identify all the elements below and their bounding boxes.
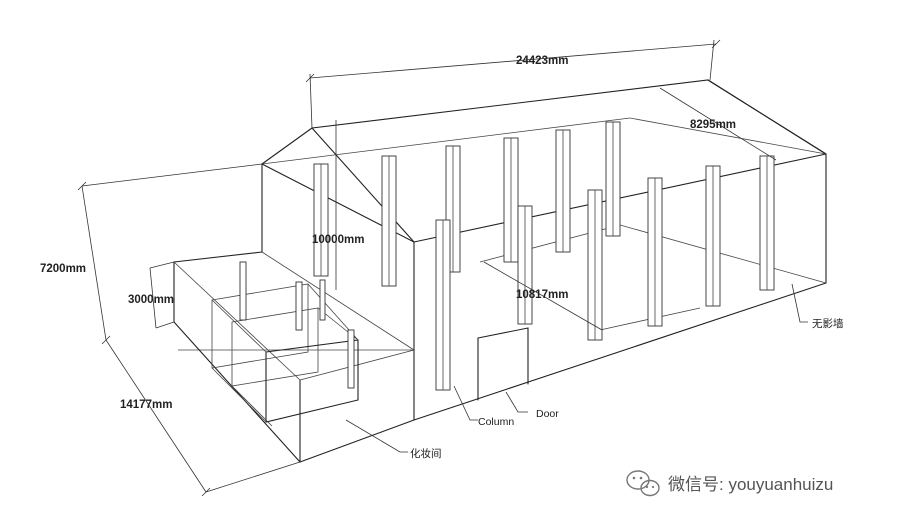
room-box-link-1 [211,299,267,353]
room-inner-box-back [211,283,309,369]
room-top-front [299,349,415,381]
column-label: Column [478,416,514,428]
room-inner-box-front [265,339,359,423]
dim-ridge-line [659,87,777,161]
dim-height-line [81,185,107,341]
column-leader [453,385,478,421]
room-post-2 [295,281,303,331]
building-shell [178,79,827,463]
floor-left-front-edge [299,419,415,463]
dimension-lines [77,39,777,497]
dim-length-ext-left [309,73,313,129]
makeup-room-leader [345,419,408,453]
door-frame [477,327,529,385]
dim-length-ext-right [709,39,715,81]
dim-width-line [105,339,207,493]
room-top-back [173,251,263,263]
dim-room-ext-bottom [155,321,175,329]
dim-ridge-label: 8295mm [690,119,736,131]
dim-width-ext-bottom [205,461,301,493]
dim-height-ext-top [81,163,263,187]
leader-lines [345,283,808,453]
room-post-3 [347,329,355,389]
dim-room-height-label: 3000mm [128,294,174,306]
watermark-text: 微信号: youyuanhuizu [668,475,833,494]
infinity-wall-label: 无影墙 [812,317,844,330]
dim-height-tick-top [77,181,87,191]
dim-height-label: 7200mm [40,263,86,275]
dim-inner-height-label: 10000mm [312,234,364,246]
room-box-link-5 [231,385,273,427]
dim-span-line [483,261,603,331]
room-inner-box-mid [231,307,319,387]
wall-base-left [261,251,415,351]
room-box-link-3 [211,367,267,423]
dim-width-tick [201,487,211,497]
roof-left-gable [261,127,313,165]
door-label: Door [536,408,559,420]
roof-left-rafter [311,127,415,243]
infinity-wall-leader [791,283,808,323]
dim-room-height-line [149,267,157,329]
dim-span-label: 10817mm [516,289,568,301]
dim-length-tick-left [305,73,315,83]
roof-back-eave [261,117,631,165]
room-base-left [173,321,301,463]
roof-back-rafter [629,117,827,155]
room-post-4 [319,279,326,321]
wechat-icon [626,470,660,497]
dim-width-label: 14177mm [120,399,172,411]
columns-group [313,121,775,391]
dim-length-line [309,43,717,79]
dim-room-ext-top [149,261,175,269]
makeup-room-label: 化妆间 [410,447,442,460]
door-leader [505,391,528,413]
room-post-1 [239,261,247,321]
makeup-room [173,251,415,463]
dim-length-tick-right [711,39,721,49]
dim-length-label: 24423mm [516,55,568,67]
watermark: 微信号: youyuanhuizu [626,470,833,497]
roof-right-gable [707,79,827,155]
floor-front-edge [413,282,827,421]
